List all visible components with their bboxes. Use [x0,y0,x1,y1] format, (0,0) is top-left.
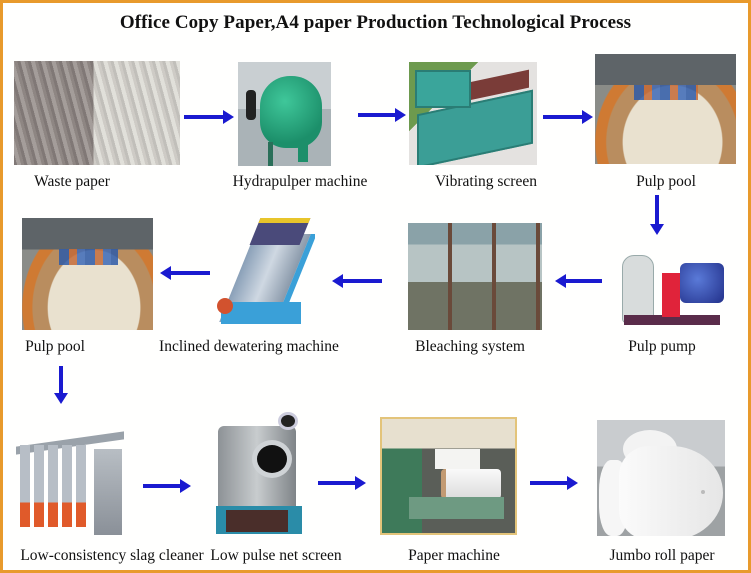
low-pulse-net-screen-image [204,412,312,536]
arrow-right-icon [143,479,191,493]
screen-port-shape [252,440,292,478]
screen-base-shape [216,506,302,534]
cleaner-cone-shape [34,445,44,527]
diagram-title: Office Copy Paper,A4 paper Production Te… [119,12,632,33]
pulper-tank-shape [260,76,322,148]
step-label-slag-cleaner: Low-consistency slag cleaner [20,547,204,564]
vibrating-screen-image [409,62,537,165]
paper-machine-image [380,417,517,535]
arrow-right-icon [543,110,593,124]
cleaner-frame-shape [94,449,122,535]
pump-casing-shape [622,255,654,323]
pump-base-shape [624,315,720,325]
step-label-pulp-pool-2: Pulp pool [25,338,85,355]
pulper-leg-shape [268,142,273,166]
step-label-hydrapulper: Hydrapulper machine [232,173,368,190]
arrow-down-icon [54,366,68,404]
jumbo-roll-paper-image [597,420,725,536]
pulper-wheel-shape [246,90,256,120]
cleaner-cone-shape [62,445,72,527]
pulp-pool-image-2 [22,218,153,330]
pump-motor-shape [680,263,724,303]
screen-spout-shape [278,412,298,430]
step-label-pulp-pool: Pulp pool [636,173,696,190]
dewatering-pipe-shape [217,298,233,314]
cleaner-cone-shape [20,445,30,527]
paper-roll-shape [619,446,723,536]
workers-shape [58,249,118,266]
step-label-waste-paper: Waste paper [34,173,110,190]
pulp-pool-image [595,54,736,164]
workers-shape [634,84,698,101]
machine-frame-shape [408,496,505,520]
cleaner-cone-shape [76,445,86,527]
pump-coupling-shape [662,273,680,317]
slag-cleaner-image [16,425,126,537]
arrow-right-icon [530,476,578,490]
dewatering-base-shape [221,302,301,324]
inclined-dewatering-machine-image [215,212,315,330]
step-label-bleaching-system: Bleaching system [415,338,525,355]
arrow-left-icon [555,274,602,288]
arrow-left-icon [332,274,382,288]
arrow-right-icon [184,110,234,124]
step-label-vibrating-screen: Vibrating screen [435,173,537,190]
paper-sheet-shape [435,448,481,470]
hydrapulper-machine-image [238,62,331,166]
pulper-leg-shape [298,144,308,162]
pulp-pump-image [618,245,728,327]
paper-roll-shape [440,469,502,499]
arrow-right-icon [358,108,406,122]
cleaner-cone-shape [48,445,58,527]
step-label-jumbo-roll-paper: Jumbo roll paper [609,547,715,564]
step-label-low-pulse-net-screen: Low pulse net screen [210,547,342,564]
arrow-right-icon [318,476,366,490]
arrow-down-icon [650,195,664,235]
waste-paper-image [14,61,180,165]
bleaching-system-image [408,223,542,330]
step-label-inclined-dewatering: Inclined dewatering machine [159,338,339,355]
arrow-left-icon [160,266,210,280]
screen-hopper-shape [415,70,471,108]
step-label-pulp-pump: Pulp pump [628,338,696,355]
step-label-paper-machine: Paper machine [408,547,500,564]
